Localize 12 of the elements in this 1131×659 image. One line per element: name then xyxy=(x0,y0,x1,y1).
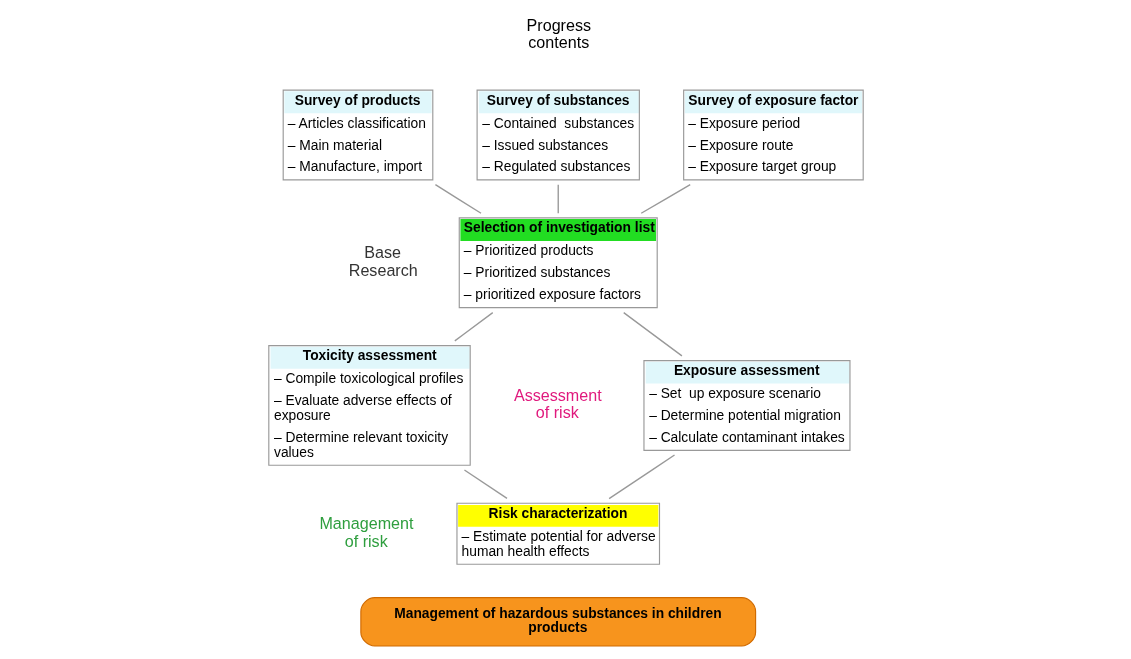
label: Progress contents xyxy=(526,15,591,51)
connector xyxy=(607,454,675,500)
connector xyxy=(557,183,559,214)
label: Base Research xyxy=(348,243,418,279)
connector xyxy=(622,311,683,357)
connector xyxy=(453,311,493,342)
node-box: Management of hazardous substances in children products xyxy=(359,597,756,647)
connector xyxy=(640,183,691,214)
label: Management of risk xyxy=(318,514,413,550)
connector xyxy=(463,469,508,500)
connector xyxy=(434,183,482,214)
label: Assessment of risk xyxy=(513,386,602,422)
